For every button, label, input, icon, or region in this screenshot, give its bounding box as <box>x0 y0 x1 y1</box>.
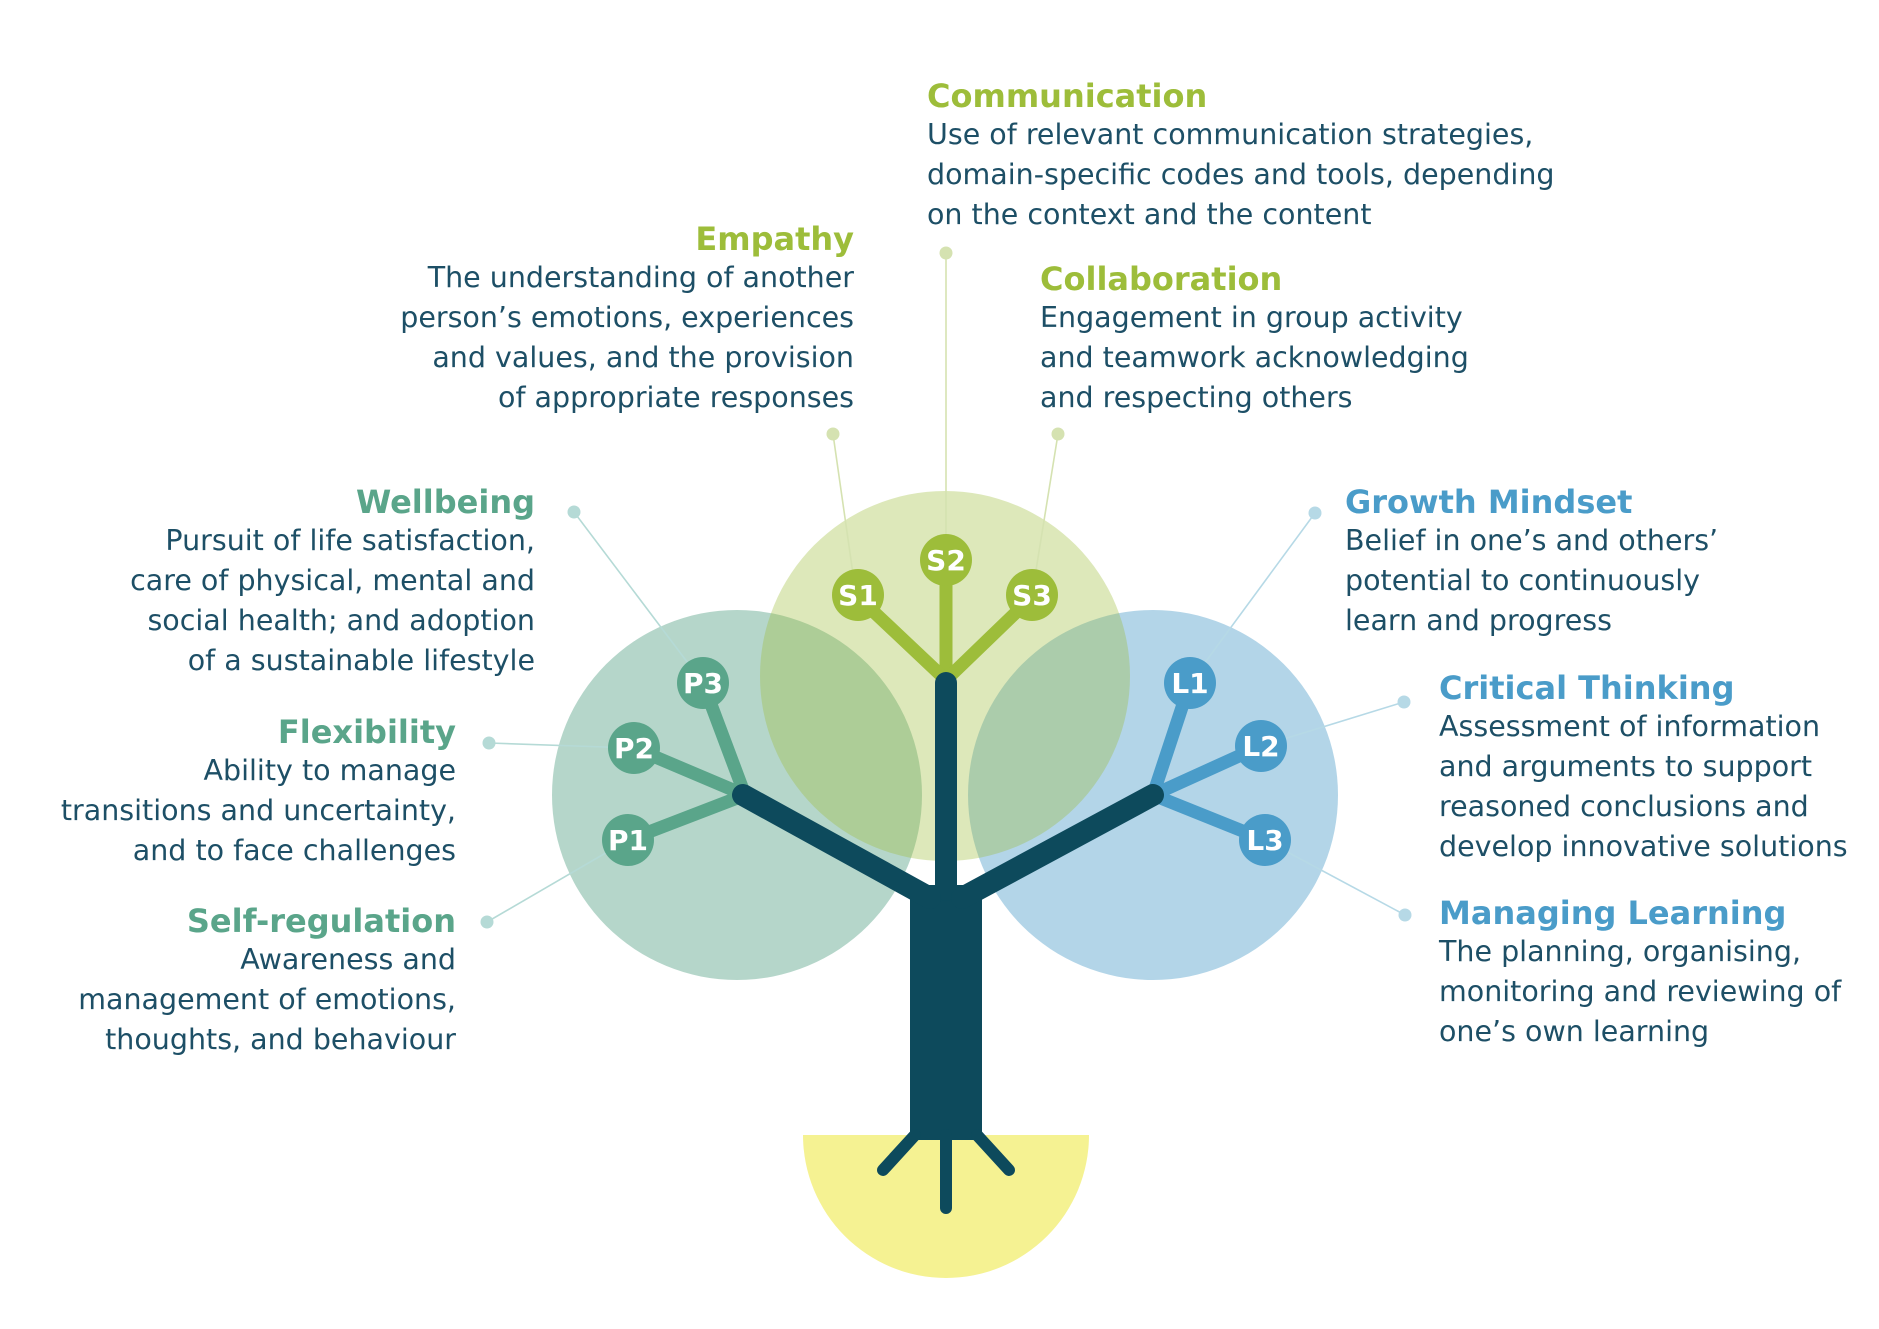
self-regulation-desc-line-3: thoughts, and behaviour <box>105 1023 456 1056</box>
node-p1: P1 <box>602 814 654 866</box>
node-p3: P3 <box>677 657 729 709</box>
empathy-desc-line-1: The understanding of another <box>427 261 854 294</box>
collaboration-title: Collaboration <box>1040 260 1283 298</box>
empathy-label-block: Empathy The understanding of another per… <box>400 220 854 418</box>
connector-l3 <box>1264 839 1406 916</box>
svg-text:S3: S3 <box>1012 579 1052 612</box>
node-p2: P2 <box>608 722 660 774</box>
growth-mindset-label-block: Growth Mindset Belief in one’s and other… <box>1345 483 1718 641</box>
growth-mindset-desc-line-3: learn and progress <box>1345 604 1612 637</box>
collaboration-desc-line-1: Engagement in group activity <box>1040 301 1463 334</box>
svg-text:P3: P3 <box>683 667 723 700</box>
self-regulation-desc-line-2: management of emotions, <box>78 983 456 1016</box>
empathy-desc-line-2: person’s emotions, experiences <box>400 301 854 334</box>
communication-desc-line-1: Use of relevant communication strategies… <box>927 118 1534 151</box>
svg-text:L3: L3 <box>1246 824 1283 857</box>
node-s1: S1 <box>832 569 884 621</box>
connector-p1 <box>486 839 629 923</box>
flexibility-title: Flexibility <box>277 713 456 751</box>
self-regulation-label-block: Self-regulation Awareness and management… <box>78 902 456 1060</box>
critical-thinking-desc-line-1: Assessment of information <box>1439 710 1821 743</box>
connector-p3 <box>573 511 704 684</box>
connector-s1 <box>832 433 857 596</box>
dot-l2 <box>1397 695 1411 709</box>
dot-p2 <box>482 736 496 750</box>
flexibility-desc-line-1: Ability to manage <box>203 754 457 787</box>
svg-text:L1: L1 <box>1171 667 1208 700</box>
svg-text:P1: P1 <box>608 824 648 857</box>
managing-learning-label-block: Managing Learning The planning, organisi… <box>1439 894 1841 1052</box>
growth-mindset-desc-line-2: potential to continuously <box>1345 564 1701 597</box>
communication-desc-line-2: domain-specific codes and tools, dependi… <box>927 158 1555 191</box>
managing-learning-title: Managing Learning <box>1439 894 1787 932</box>
collaboration-label-block: Collaboration Engagement in group activi… <box>1040 260 1469 418</box>
critical-thinking-desc-line-2: and arguments to support <box>1439 750 1813 783</box>
self-regulation-title: Self-regulation <box>186 902 456 940</box>
wellbeing-title: Wellbeing <box>355 483 535 521</box>
wellbeing-desc-line-1: Pursuit of life satisfaction, <box>165 524 535 557</box>
node-s2: S2 <box>920 534 972 586</box>
svg-text:S2: S2 <box>926 544 966 577</box>
tree-trunk <box>732 672 1164 1214</box>
node-s3: S3 <box>1006 569 1058 621</box>
growth-mindset-title: Growth Mindset <box>1345 483 1633 521</box>
collaboration-desc-line-2: and teamwork acknowledging <box>1040 341 1469 374</box>
connector-dots <box>480 246 1412 929</box>
empathy-desc-line-4: of appropriate responses <box>498 381 854 414</box>
communication-title: Communication <box>927 77 1208 115</box>
connector-s3 <box>1031 433 1059 596</box>
wellbeing-desc-line-3: social health; and adoption <box>147 604 535 637</box>
connector-l1 <box>1189 512 1316 684</box>
svg-text:P2: P2 <box>614 732 654 765</box>
wellbeing-label-block: Wellbeing Pursuit of life satisfaction, … <box>130 483 535 681</box>
flexibility-label-block: Flexibility Ability to manage transition… <box>61 713 456 871</box>
flexibility-desc-line-3: and to face challenges <box>132 834 456 867</box>
communication-label-block: Communication Use of relevant communicat… <box>927 77 1555 235</box>
growth-mindset-desc-line-1: Belief in one’s and others’ <box>1345 524 1719 557</box>
svg-text:L2: L2 <box>1242 730 1279 763</box>
node-l3: L3 <box>1239 814 1291 866</box>
dot-s3 <box>1051 427 1065 441</box>
node-l2: L2 <box>1235 720 1287 772</box>
dot-l3 <box>1398 908 1412 922</box>
managing-learning-desc-line-3: one’s own learning <box>1439 1015 1710 1048</box>
critical-thinking-title: Critical Thinking <box>1439 669 1735 707</box>
dot-s1 <box>826 427 840 441</box>
dot-p3 <box>567 505 581 519</box>
wellbeing-desc-line-4: of a sustainable lifestyle <box>187 644 535 677</box>
communication-desc-line-3: on the context and the content <box>927 198 1372 231</box>
self-regulation-desc-line-1: Awareness and <box>240 943 456 976</box>
critical-thinking-label-block: Critical Thinking Assessment of informat… <box>1439 669 1848 867</box>
collaboration-desc-line-3: and respecting others <box>1040 381 1353 414</box>
dot-l1 <box>1308 506 1322 520</box>
wellbeing-desc-line-2: care of physical, mental and <box>130 564 535 597</box>
svg-text:S1: S1 <box>838 579 878 612</box>
dot-s2 <box>939 246 953 260</box>
dot-p1 <box>480 915 494 929</box>
node-l1: L1 <box>1164 657 1216 709</box>
critical-thinking-desc-line-3: reasoned conclusions and <box>1439 790 1809 823</box>
flexibility-desc-line-2: transitions and uncertainty, <box>60 794 456 827</box>
empathy-title: Empathy <box>695 220 854 258</box>
managing-learning-desc-line-1: The planning, organising, <box>1439 935 1802 968</box>
empathy-desc-line-3: and values, and the provision <box>432 341 854 374</box>
managing-learning-desc-line-2: monitoring and reviewing of <box>1439 975 1842 1008</box>
critical-thinking-desc-line-4: develop innovative solutions <box>1439 830 1848 863</box>
